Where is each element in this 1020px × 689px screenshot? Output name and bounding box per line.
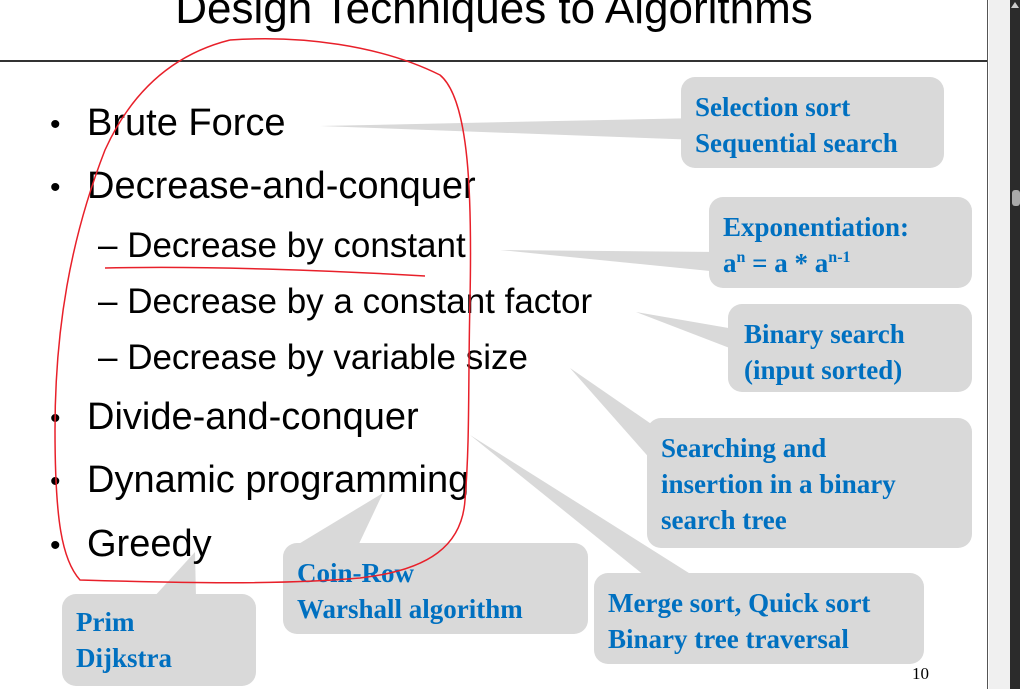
callout-tails [153,118,740,598]
callout-line: Binary search [744,319,905,349]
bullet-dot: • [50,108,61,141]
bullet-decrease-and-conquer: Decrease-and-conquer [87,165,476,207]
ink-underline [104,266,426,277]
callout-line: search tree [661,505,787,535]
callout-greedy: Prim Dijkstra [62,594,256,686]
callout-binary-search: Binary search (input sorted) [728,304,972,392]
formula-exp2: n-1 [828,249,851,266]
callout-line: Binary tree traversal [608,624,849,654]
slide-title: Design Techniques to Algorithms [175,0,813,33]
callout-dynamic-programming: Coin-Row Warshall algorithm [283,543,588,634]
bullet-greedy: Greedy [87,523,212,565]
callout-line: Prim [76,607,135,637]
scroll-up-arrow-icon[interactable] [1011,2,1019,8]
callout-line: Dijkstra [76,643,172,673]
callout-divide-and-conquer: Merge sort, Quick sort Binary tree trave… [594,573,924,664]
callout-line: Merge sort, Quick sort [608,588,871,618]
bullet-dot: • [50,465,61,498]
ink-loop [54,38,472,584]
callout-line: Selection sort [695,92,851,122]
callout-brute-force: Selection sort Sequential search [681,77,944,168]
callout-line: (input sorted) [744,355,903,385]
scrollbar-thumb[interactable] [1012,190,1020,206]
page-number: 10 [912,664,929,683]
formula: an = a * an-1 [723,245,958,281]
sub-bullet-decrease-factor: – Decrease by a constant factor [98,282,593,321]
callout-line: Warshall algorithm [297,594,523,624]
title-divider [0,60,987,62]
formula-rhs: = a * a [745,248,829,278]
callout-line: Exponentiation: [723,212,910,242]
scrollbar-track[interactable] [989,0,1010,689]
tail-divide [470,435,700,580]
slide: Design Techniques to Algorithms • Brute … [0,0,988,689]
formula-base: a [723,248,737,278]
callout-line: Searching and [661,433,827,463]
callout-bst: Searching and insertion in a binary sear… [647,418,972,548]
formula-exp: n [736,249,746,266]
callout-exponentiation: Exponentiation: an = a * an-1 [709,197,972,288]
callout-line: insertion in a binary [661,469,896,499]
tail-binary [636,312,740,352]
sub-bullet-decrease-variable: – Decrease by variable size [98,338,528,377]
bullet-dynamic-programming: Dynamic programming [87,459,470,501]
tail-dp [292,493,383,548]
callout-line: Sequential search [695,128,898,158]
bullet-dot: • [50,171,61,204]
scrollbar-edge [1010,0,1020,689]
callout-line: Coin-Row [297,558,415,588]
ink-annotations [54,38,472,584]
bullet-divide-and-conquer: Divide-and-conquer [87,396,419,438]
tail-greedy [153,552,196,598]
tail-brute [320,118,700,140]
tail-bst [570,368,660,470]
tail-expo [500,250,720,272]
sub-bullet-decrease-constant: – Decrease by constant [98,226,466,265]
bullet-dot: • [50,529,61,562]
